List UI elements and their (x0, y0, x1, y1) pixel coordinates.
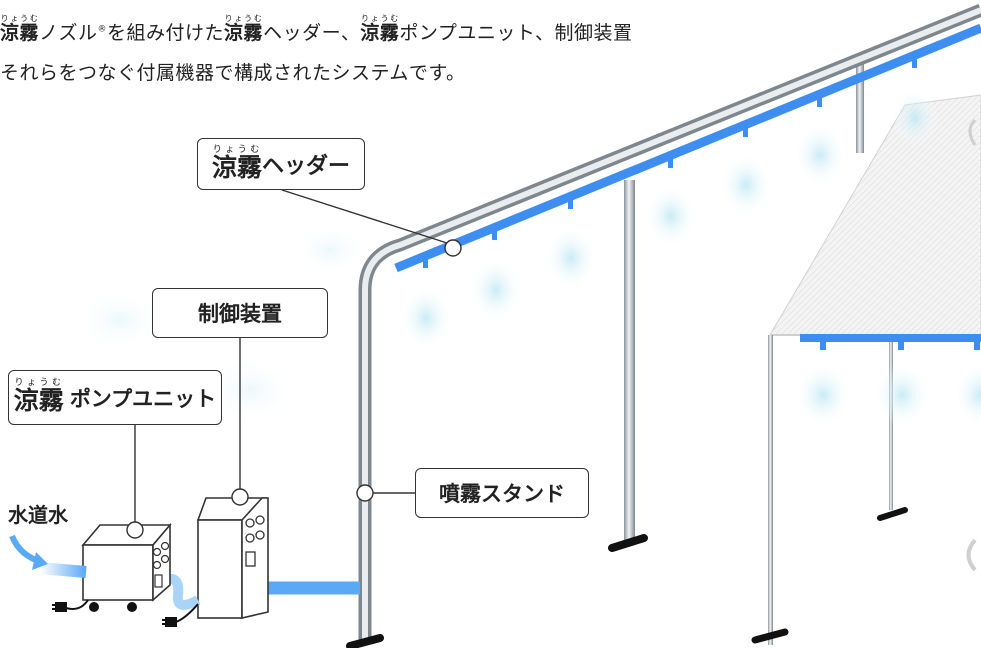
callout-leaders (126, 189, 462, 539)
callout-pump-unit: 涼霧りょうむポンプユニット (8, 370, 222, 425)
pump-unit-device (81, 522, 172, 612)
brand-ryomu-3: 涼霧りょうむ (360, 14, 400, 44)
brand-ryomu-1: 涼霧りょうむ (0, 14, 40, 44)
callout-control-unit: 制御装置 (152, 288, 328, 338)
tap-water-hose (39, 562, 87, 578)
callout-header: 涼霧りょうむヘッダー (197, 138, 365, 190)
intro-line-2: それらをつなぐ付属機器で構成されたシステムです。 (0, 62, 466, 84)
control-unit-device (196, 497, 269, 620)
callout-spray-stand: 噴霧スタンド (415, 468, 589, 518)
pump-to-control-hose (164, 574, 201, 610)
mist-clouds (400, 88, 939, 350)
mist-header-pipe (394, 23, 981, 350)
intro-line-1: 涼霧りょうむノズル®を組み付けた涼霧りょうむヘッダー、涼霧りょうむポンプユニット… (0, 14, 633, 44)
power-plug-icon (52, 599, 199, 627)
nozzles (423, 56, 917, 268)
brand-ryomu-2: 涼霧りょうむ (224, 14, 264, 44)
far-stand-poles (608, 58, 864, 552)
spray-stand-frame (346, 3, 981, 648)
background-mist (80, 225, 365, 425)
tap-water-label: 水道水 (8, 503, 68, 527)
tent-canopy (751, 94, 981, 645)
